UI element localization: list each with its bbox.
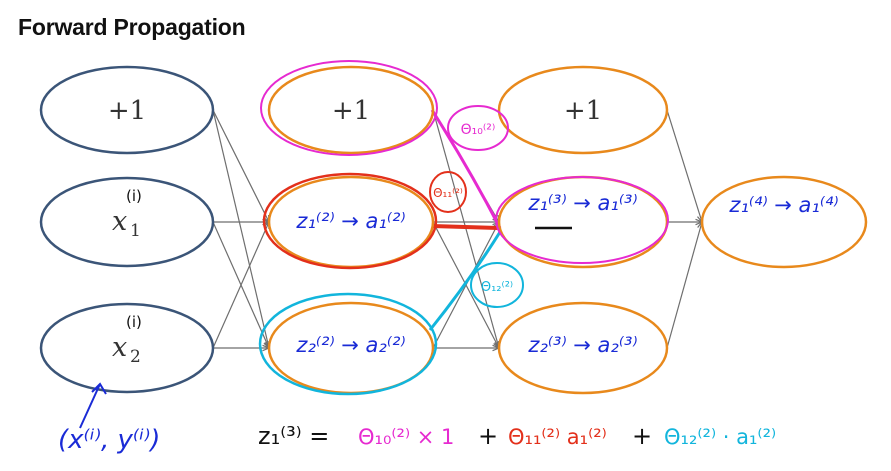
weight-bubble-12	[470, 262, 524, 308]
node-x1	[39, 176, 215, 268]
annotation-z1-a1-l4: z₁⁽⁴⁾ → a₁⁽⁴⁾	[728, 193, 838, 217]
node-bias-l3	[497, 65, 669, 155]
annotation-z1-a1-l2: z₁⁽²⁾ → a₁⁽²⁾	[295, 209, 405, 233]
equation-term1: Θ₁₀⁽²⁾ × 1	[358, 425, 454, 449]
annotation-z1-a1-l3: z₁⁽³⁾ → a₁⁽³⁾	[527, 191, 637, 215]
edge-l3-2-to-l4-0	[666, 221, 703, 349]
x1-main: x	[112, 206, 127, 237]
node-a1-l2-highlight	[262, 172, 438, 270]
x2-sup: (i)	[126, 313, 142, 331]
page-title: Forward Propagation	[18, 14, 246, 40]
x1-sub: 1	[130, 221, 141, 241]
x2-main: x	[112, 332, 127, 363]
edge-l1-2-to-l2-0	[212, 221, 270, 349]
layer-3	[495, 65, 669, 395]
equation-lhs: z₁⁽³⁾ =	[258, 422, 329, 450]
node-bias-l1	[39, 65, 215, 155]
weight-bubble-10	[447, 105, 509, 151]
training-example-label: (x⁽ⁱ⁾, y⁽ⁱ⁾)	[58, 425, 160, 455]
edge-l3-0-to-l4-0	[666, 109, 703, 223]
equation-term3: Θ₁₂⁽²⁾ · a₁⁽²⁾	[664, 425, 776, 449]
equation-plus2: +	[632, 422, 652, 450]
x2-sub: 2	[130, 347, 141, 367]
node-output	[700, 175, 868, 269]
highlight-edges	[428, 109, 502, 331]
node-a2-l2-highlight	[258, 292, 438, 396]
layer-4	[700, 175, 868, 269]
equation-plus1: +	[478, 422, 498, 450]
node-a1-l3-highlight	[495, 176, 669, 264]
highlight-edge-a1	[431, 224, 499, 230]
weight-bubble-11	[429, 171, 467, 213]
highlight-edge-bias	[430, 109, 502, 229]
weight-label-10: Θ₁₀⁽²⁾	[461, 122, 496, 138]
equation: z₁⁽³⁾ = Θ₁₀⁽²⁾ × 1 + Θ₁₁⁽²⁾ a₁⁽²⁾ + Θ₁₂⁽…	[258, 422, 776, 450]
node-x2-label: x 2 (i)	[112, 313, 142, 367]
x1-sup: (i)	[126, 187, 142, 205]
node-x2	[39, 302, 215, 394]
highlight-edge-a2	[428, 231, 502, 331]
node-bias-l3-label: +1	[564, 96, 602, 126]
edge-l1-0-to-l2-1	[212, 109, 270, 349]
weight-label-12: Θ₁₂⁽²⁾	[481, 280, 513, 295]
node-x1-label: x 1 (i)	[112, 187, 142, 241]
example-arrow	[79, 382, 107, 429]
equation-term2: Θ₁₁⁽²⁾ a₁⁽²⁾	[508, 425, 607, 449]
node-bias-l1-label: +1	[108, 96, 146, 126]
layer-2	[258, 60, 438, 396]
node-a2-l3	[497, 301, 669, 395]
node-bias-l2-label: +1	[332, 96, 370, 126]
node-bias-l2	[267, 65, 435, 155]
annotation-z2-a2-l2: z₂⁽²⁾ → a₂⁽²⁾	[295, 333, 405, 357]
node-bias-l2-highlight	[260, 60, 438, 156]
annotation-z2-a2-l3: z₂⁽³⁾ → a₂⁽³⁾	[527, 333, 637, 357]
weight-label-11: Θ₁₁⁽²⁾	[433, 186, 463, 200]
edge-l1-0-to-l2-0	[212, 109, 270, 223]
layer-1	[39, 65, 215, 394]
